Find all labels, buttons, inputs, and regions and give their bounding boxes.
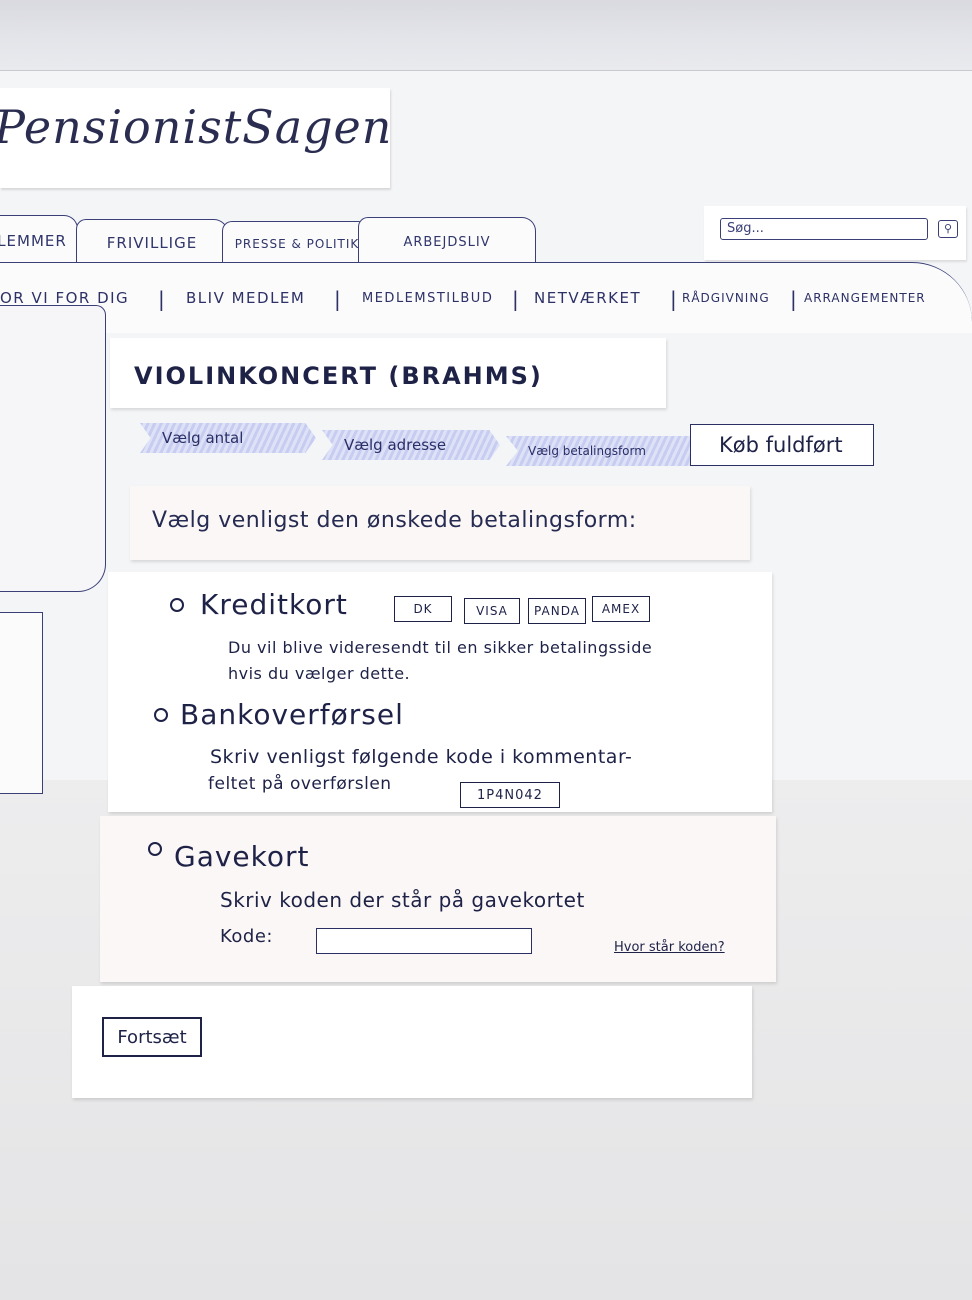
nav-divider: | bbox=[334, 287, 341, 311]
top-tabs: LEMMER FRIVILLIGE PRESSE & POLITIK ARBEJ… bbox=[0, 205, 560, 267]
bank-description-line2: feltet på overførslen bbox=[208, 774, 392, 794]
tab-arbejdsliv[interactable]: ARBEJDSLIV bbox=[358, 217, 536, 266]
logo-card: PensionistSagen bbox=[0, 88, 393, 188]
step-label: Vælg antal bbox=[162, 429, 244, 447]
badge-label: VISA bbox=[476, 604, 508, 618]
option-label-gavekort: Gavekort bbox=[174, 840, 310, 873]
gift-card-card bbox=[100, 816, 776, 982]
nav-item-om-os[interactable]: OR VI FOR DIG bbox=[0, 289, 130, 307]
badge-label: PANDA bbox=[534, 604, 580, 618]
continue-button[interactable]: Fortsæt bbox=[102, 1017, 202, 1057]
gavekort-description: Skriv koden der står på gavekortet bbox=[220, 888, 585, 912]
nav-divider: | bbox=[790, 287, 797, 311]
nav-divider: | bbox=[670, 287, 677, 311]
instruction-text: Vælg venligst den ønskede betalingsform: bbox=[152, 508, 637, 533]
nav-item-bliv-medlem[interactable]: BLIV MEDLEM bbox=[186, 289, 306, 307]
option-label-bankoverfoersel: Bankoverførsel bbox=[180, 698, 404, 731]
step-vaelg-antal[interactable]: Vælg antal bbox=[140, 423, 316, 453]
tab-presse-politik[interactable]: PRESSE & POLITIK bbox=[222, 221, 372, 266]
code-value: 1P4N042 bbox=[477, 787, 543, 803]
tab-label: FRIVILLIGE bbox=[106, 234, 198, 252]
nav-item-raadgivning[interactable]: RÅDGIVNING bbox=[682, 291, 770, 305]
side-card bbox=[0, 612, 43, 794]
continue-label: Fortsæt bbox=[117, 1026, 187, 1048]
gift-code-input[interactable] bbox=[316, 928, 532, 954]
step-label: Vælg adresse bbox=[344, 436, 447, 454]
option-label-kreditkort: Kreditkort bbox=[200, 588, 348, 621]
page-title: VIOLINKONCERT (BRAHMS) bbox=[134, 362, 543, 390]
main-nav: OR VI FOR DIG | BLIV MEDLEM | MEDLEMSTIL… bbox=[0, 262, 972, 333]
card-badge-amex: AMEX bbox=[592, 596, 650, 622]
search-box: Søg... ⚲ bbox=[704, 206, 966, 260]
tab-label: ARBEJDSLIV bbox=[403, 234, 491, 250]
radio-kreditkort[interactable] bbox=[170, 598, 184, 612]
event-title-card: VIOLINKONCERT (BRAHMS) bbox=[110, 338, 666, 408]
radio-gavekort[interactable] bbox=[148, 842, 162, 856]
nav-divider: | bbox=[158, 287, 165, 311]
card-badge-visa: VISA bbox=[464, 598, 520, 624]
badge-label: AMEX bbox=[601, 602, 641, 616]
side-menu-panel bbox=[0, 305, 106, 592]
card-badge-panda: PANDA bbox=[528, 598, 586, 624]
kreditkort-description-line2: hvis du vælger dette. bbox=[228, 664, 411, 683]
step-vaelg-betalingsform[interactable]: Vælg betalingsform bbox=[506, 436, 704, 466]
tab-frivillige[interactable]: FRIVILLIGE bbox=[76, 219, 228, 266]
tab-lemmer[interactable]: LEMMER bbox=[0, 215, 78, 266]
kreditkort-description-line1: Du vil blive videresendt til en sikker b… bbox=[228, 638, 653, 657]
nav-item-medlemstilbud[interactable]: MEDLEMSTILBUD bbox=[362, 291, 494, 306]
tab-label: LEMMER bbox=[0, 232, 67, 250]
nav-divider: | bbox=[512, 287, 519, 311]
nav-item-arrangementer[interactable]: ARRANGEMENTER bbox=[804, 291, 926, 305]
help-link-hvor-staar-koden[interactable]: Hvor står koden? bbox=[614, 940, 725, 955]
search-icon[interactable]: ⚲ bbox=[938, 220, 958, 238]
tab-label: PRESSE & POLITIK bbox=[234, 237, 360, 251]
step-vaelg-adresse[interactable]: Vælg adresse bbox=[322, 430, 500, 460]
badge-label: DK bbox=[413, 602, 433, 616]
search-input[interactable]: Søg... bbox=[720, 218, 928, 240]
bank-transfer-code: 1P4N042 bbox=[460, 782, 560, 808]
step-label: Køb fuldført bbox=[719, 433, 843, 457]
instruction-card: Vælg venligst den ønskede betalingsform: bbox=[130, 486, 750, 560]
card-badge-dk: DK bbox=[394, 596, 452, 622]
gavekort-code-label: Kode: bbox=[220, 926, 273, 947]
bank-description-line1: Skriv venligst følgende kode i kommentar… bbox=[210, 746, 633, 768]
step-koeb-fuldfoert: Køb fuldført bbox=[690, 424, 874, 466]
step-label: Vælg betalingsform bbox=[528, 444, 646, 458]
nav-item-netvaerket[interactable]: NETVÆRKET bbox=[534, 289, 642, 307]
logo[interactable]: PensionistSagen bbox=[0, 100, 393, 154]
radio-bankoverfoersel[interactable] bbox=[154, 708, 168, 722]
